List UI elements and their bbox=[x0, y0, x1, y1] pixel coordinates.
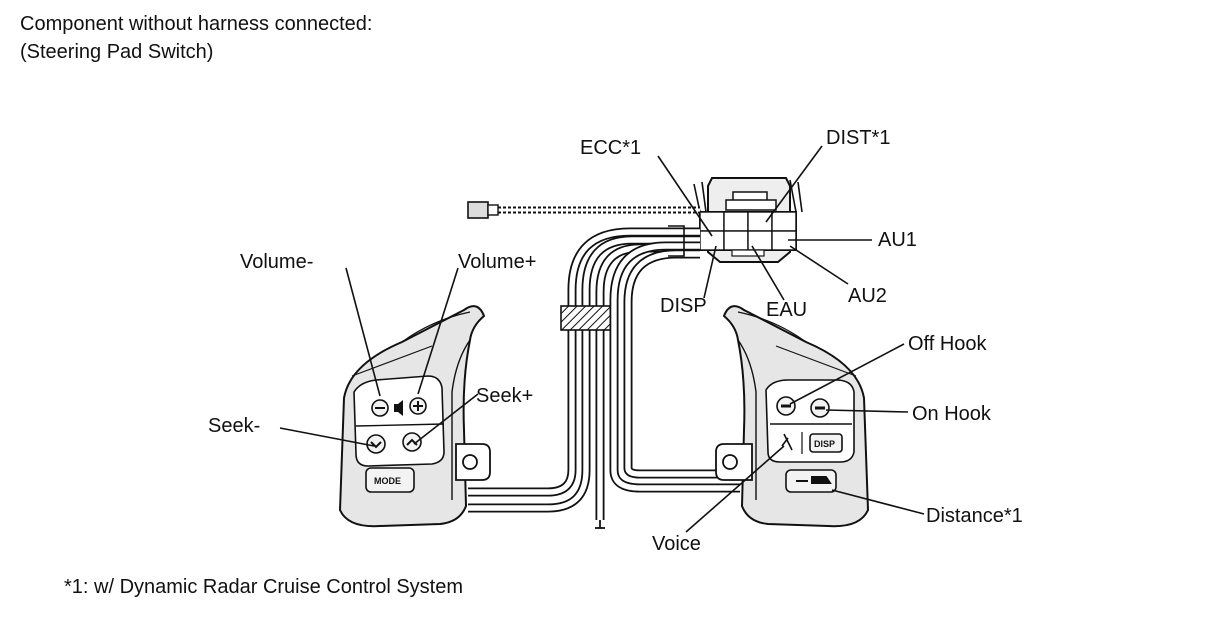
label-au1: AU1 bbox=[878, 229, 917, 251]
diagram-title: Component without harness connected: bbox=[20, 13, 373, 35]
mode-button[interactable] bbox=[365, 467, 415, 493]
speaker-icon bbox=[394, 400, 403, 416]
left-steering-pad: MODE bbox=[338, 305, 491, 528]
label-distance: Distance*1 bbox=[926, 505, 1023, 527]
label-disp: DISP bbox=[660, 295, 707, 317]
diagram-subtitle: (Steering Pad Switch) bbox=[20, 41, 214, 63]
label-seek-plus: Seek+ bbox=[476, 385, 533, 407]
car-distance-icon bbox=[796, 476, 832, 484]
label-volume-minus: Volume- bbox=[240, 251, 313, 273]
seek-plus-button[interactable] bbox=[402, 432, 422, 452]
label-eau: EAU bbox=[766, 299, 807, 321]
disp-button[interactable] bbox=[809, 433, 843, 453]
wire-harness bbox=[467, 201, 740, 529]
left-mount-hole bbox=[462, 454, 478, 470]
label-voice: Voice bbox=[652, 533, 701, 555]
mode-button-label: MODE bbox=[374, 476, 401, 486]
right-steering-pad: DISP bbox=[715, 305, 870, 528]
label-off-hook: Off Hook bbox=[908, 333, 988, 355]
label-on-hook: On Hook bbox=[912, 403, 992, 425]
label-ecc: ECC*1 bbox=[580, 137, 641, 159]
seek-minus-button[interactable] bbox=[366, 434, 386, 454]
connector bbox=[693, 177, 803, 263]
right-mount-hole bbox=[722, 454, 738, 470]
label-au2: AU2 bbox=[848, 285, 887, 307]
label-volume-plus: Volume+ bbox=[458, 251, 536, 273]
leader-lines bbox=[279, 145, 925, 533]
voice-icon bbox=[781, 433, 793, 451]
label-seek-minus: Seek- bbox=[208, 415, 260, 437]
footnote: *1: w/ Dynamic Radar Cruise Control Syst… bbox=[64, 576, 464, 598]
chevron-down-icon bbox=[370, 441, 382, 449]
label-dist: DIST*1 bbox=[826, 127, 890, 149]
disp-button-label: DISP bbox=[814, 439, 835, 449]
